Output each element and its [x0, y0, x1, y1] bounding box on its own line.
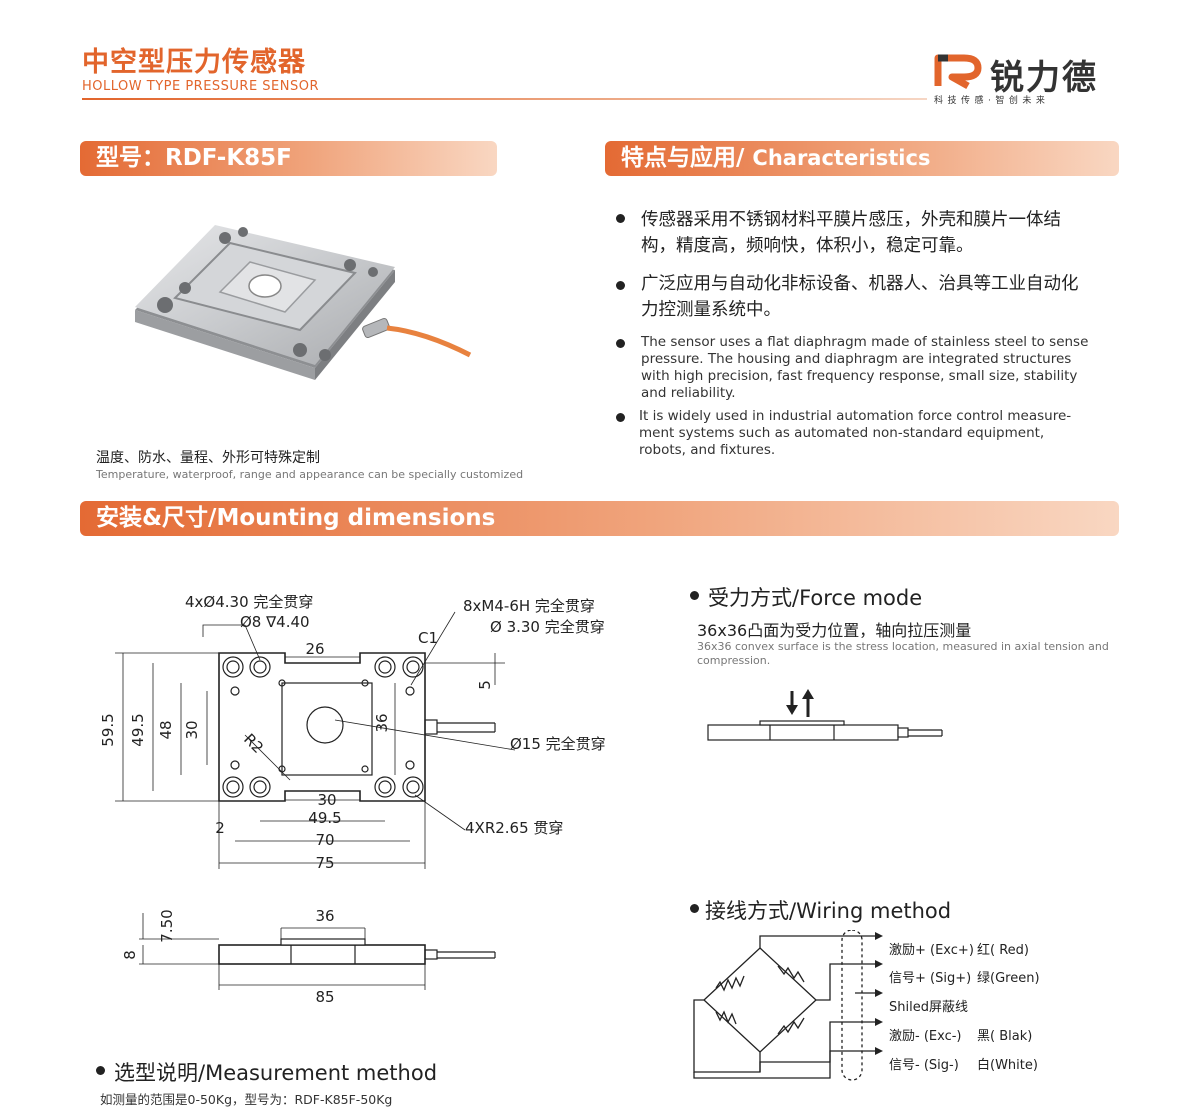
photo-caption-cn: 温度、防水、量程、外形可特殊定制: [96, 450, 320, 466]
wiring-heading: 接线方式/Wiring method: [705, 899, 952, 923]
dim-top-slot: 26: [305, 640, 324, 658]
wire-sig-plus-label: 信号+ (Sig+): [889, 971, 972, 986]
product-photo: [135, 225, 472, 380]
holes-note-1: 4xØ4.30 完全贯穿: [185, 593, 313, 611]
dim-bot-slot: 30: [317, 791, 336, 809]
thread-note-1: 8xM4-6H 完全贯穿: [463, 597, 595, 615]
wire-exc-minus-label: 激励- (Exc-): [889, 1029, 962, 1044]
mounting-label: 安装&尺寸/Mounting dimensions: [96, 505, 496, 531]
bullet-icon: [616, 214, 625, 223]
force-mode-heading: 受力方式/Force mode: [708, 586, 923, 610]
dim-side-len: 85: [315, 988, 334, 1006]
bullet-icon: [616, 281, 625, 290]
feature-en-1: The sensor uses a flat diaphragm made of…: [641, 334, 1089, 401]
bullet-icon: [616, 339, 625, 348]
chamfer-note: C1: [418, 629, 438, 647]
wire-exc-plus-color: 红( Red): [977, 943, 1029, 958]
dim-side-thick: 8: [121, 950, 139, 960]
dim-height-inner: 48: [157, 720, 175, 739]
features-bar-en: Characteristics: [752, 146, 931, 170]
wiring-diagram: [693, 930, 883, 1081]
dim-49-5: 49.5: [308, 809, 341, 827]
force-arrows-icon: [786, 689, 814, 717]
bullet-icon: [690, 904, 699, 913]
corner-radius-note: 4XR2.65 贯穿: [465, 819, 563, 837]
page-title: 中空型压力传感器: [82, 47, 306, 78]
features-bar: 特点与应用/ Characteristics: [605, 141, 1119, 176]
feature-cn-2: 广泛应用与自动化非标设备、机器人、治具等工业自动化力控测量系统中。: [641, 274, 1079, 320]
top-view-drawing: 26 5 59.5 49.5 48 30 36 30 49.5 70 75 2 …: [99, 593, 606, 872]
brand-name: 锐力德: [990, 58, 1098, 98]
dim-75: 75: [315, 854, 334, 872]
measurement-desc: 如测量的范围是0-50Kg，型号为：RDF-K85F-50Kg: [100, 1092, 393, 1107]
photo-caption-en: Temperature, waterproof, range and appea…: [96, 468, 524, 481]
page-subtitle: HOLLOW TYPE PRESSURE SENSOR: [82, 79, 320, 94]
bullet-icon: [690, 591, 699, 600]
bullet-icon: [616, 413, 625, 422]
side-view-drawing: 36 85 7.50 8: [121, 907, 496, 1006]
feature-en-2: It is widely used in industrial automati…: [639, 408, 1072, 458]
brand-slogan: 科技传感·智创未来: [934, 96, 1050, 106]
dim-boss: 36: [373, 713, 391, 732]
measurement-heading: 选型说明/Measurement method: [114, 1061, 438, 1085]
wire-sig-minus-color: 白(White): [977, 1058, 1038, 1073]
feature-cn-1: 传感器采用不锈钢材料平膜片感压，外壳和膜片一体结构，精度高，频响快，体积小，稳定…: [641, 210, 1061, 256]
force-mode-desc-cn: 36x36凸面为受力位置，轴向拉压测量: [697, 621, 972, 640]
brand-logo-icon: [934, 54, 982, 90]
dim-offset: 5: [476, 680, 494, 690]
dim-height-mid: 49.5: [129, 713, 147, 746]
wire-exc-minus-color: 黑( Blak): [977, 1029, 1033, 1044]
dim-height-outer: 59.5: [99, 713, 117, 746]
model-bar: 型号：RDF-K85F: [80, 141, 497, 176]
model-label: 型号：RDF-K85F: [96, 145, 292, 171]
wire-shield-label: Shiled屏蔽线: [889, 1000, 968, 1015]
dim-70: 70: [315, 831, 334, 849]
mounting-bar: 安装&尺寸/Mounting dimensions: [80, 501, 1119, 536]
force-mode-desc-en: 36x36 convex surface is the stress locat…: [697, 640, 1109, 667]
wire-sig-minus-label: 信号- (Sig-): [889, 1058, 959, 1073]
bullet-icon: [96, 1066, 105, 1075]
dim-side-boss: 36: [315, 907, 334, 925]
header-rule: [82, 98, 927, 100]
dim-side-total: 7.50: [158, 909, 176, 942]
center-hole-note: Ø15 完全贯穿: [510, 735, 606, 753]
features-bar-cn: 特点与应用/: [621, 145, 753, 171]
dim-gap: 2: [215, 819, 225, 837]
dim-height-pcd: 30: [183, 720, 201, 739]
holes-note-2: Ø8 ∇4.40: [240, 613, 310, 631]
wire-sig-plus-color: 绿(Green): [977, 971, 1040, 986]
wire-exc-plus-label: 激励+ (Exc+): [889, 943, 974, 958]
thread-note-2: Ø 3.30 完全贯穿: [490, 618, 605, 636]
force-mode-diagram: [707, 689, 943, 741]
